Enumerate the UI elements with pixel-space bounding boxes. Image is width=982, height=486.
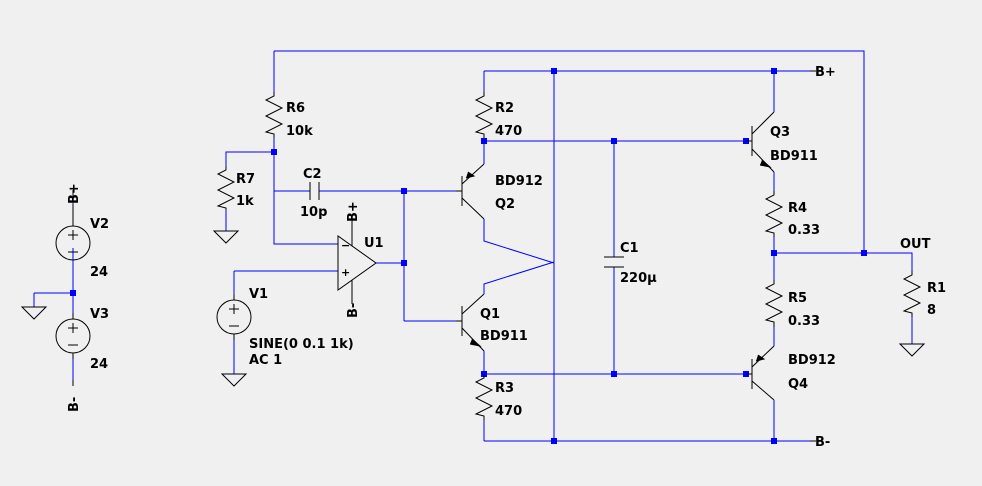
r7-value: 1k — [236, 194, 254, 209]
ground-symbol-r7 — [212, 230, 240, 244]
junction-q2-base — [401, 188, 407, 194]
net-label-bminus: B- — [815, 435, 830, 450]
r1-name: R1 — [927, 281, 946, 296]
u1-bminus-label: B- — [346, 303, 361, 318]
junction-q3-collector — [771, 68, 777, 74]
junction-opamp-out — [401, 260, 407, 266]
r6-name: R6 — [286, 101, 305, 116]
junction-q4-collector — [771, 438, 777, 444]
resistor-r5[interactable] — [764, 280, 784, 327]
junction-top-rail — [551, 68, 557, 74]
voltage-source-v3[interactable] — [55, 313, 91, 359]
r4-value: 0.33 — [788, 223, 820, 238]
junction-r6-r7 — [271, 149, 277, 155]
r4-name: R4 — [788, 201, 807, 216]
resistor-r1[interactable] — [902, 271, 922, 317]
resistor-r6[interactable] — [264, 92, 284, 138]
transistor-q2[interactable] — [456, 163, 485, 220]
u1-name: U1 — [364, 236, 384, 251]
c2-value: 10p — [300, 205, 327, 220]
junction-c1-top — [611, 138, 617, 144]
resistor-r2[interactable] — [474, 92, 494, 138]
junction-r2-bottom — [481, 138, 487, 144]
junction-feedback-out — [861, 250, 867, 256]
svg-text:+: + — [341, 266, 350, 279]
v3-value: 24 — [90, 357, 108, 372]
r3-value: 470 — [495, 404, 522, 419]
resistor-r4[interactable] — [764, 191, 784, 237]
u1-bplus-label: B+ — [346, 201, 361, 222]
q3-model: BD911 — [770, 149, 818, 164]
q2-name: Q2 — [495, 197, 515, 212]
r6-value: 10k — [286, 124, 313, 139]
transistor-q1[interactable] — [456, 293, 485, 352]
v1-value-line2: AC 1 — [249, 353, 282, 368]
q4-name: Q4 — [788, 377, 808, 392]
q1-model: BD911 — [480, 329, 528, 344]
v1-name: V1 — [249, 287, 268, 302]
v3-name: V3 — [90, 307, 109, 322]
junction-bottom-rail — [551, 438, 557, 444]
r2-name: R2 — [495, 101, 514, 116]
c1-name: C1 — [620, 241, 639, 256]
net-label-bplus: B+ — [815, 65, 836, 80]
r7-name: R7 — [236, 172, 255, 187]
q2-model: BD912 — [495, 174, 543, 189]
r5-value: 0.33 — [788, 314, 820, 329]
voltage-source-v1[interactable] — [216, 294, 252, 340]
c1-value: 220µ — [620, 271, 657, 286]
resistor-r7[interactable] — [216, 166, 236, 210]
opamp-u1[interactable]: − + — [337, 224, 377, 300]
r3-name: R3 — [495, 381, 514, 396]
v2-value: 24 — [90, 265, 108, 280]
r2-value: 470 — [495, 124, 522, 139]
capacitor-c1[interactable] — [604, 256, 624, 268]
svg-text:−: − — [341, 239, 350, 252]
ground-symbol-v1 — [220, 373, 248, 387]
v2-name: V2 — [90, 217, 109, 232]
ground-symbol-supply — [20, 306, 48, 320]
ground-symbol-r1 — [898, 343, 926, 357]
wires — [33, 50, 913, 442]
q3-name: Q3 — [770, 125, 790, 140]
junction-supply-mid — [70, 290, 76, 296]
voltage-source-v2[interactable] — [55, 204, 91, 261]
junction-c1-bottom — [611, 371, 617, 377]
transistor-q3[interactable] — [746, 111, 775, 173]
junction-output-node — [771, 250, 777, 256]
r1-value: 8 — [927, 303, 936, 318]
capacitor-c2[interactable] — [309, 182, 320, 200]
q4-model: BD912 — [788, 353, 836, 368]
c2-name: C2 — [303, 167, 322, 182]
v1-value-line1: SINE(0 0.1 1k) — [249, 337, 354, 352]
supply-v2-bplus-label: B+ — [67, 183, 82, 204]
transistor-q4[interactable] — [746, 345, 775, 401]
resistor-r3[interactable] — [474, 374, 494, 420]
net-label-out: OUT — [900, 237, 931, 252]
supply-v3-bminus-label: B- — [67, 397, 82, 412]
r5-name: R5 — [788, 291, 807, 306]
q1-name: Q1 — [480, 307, 500, 322]
